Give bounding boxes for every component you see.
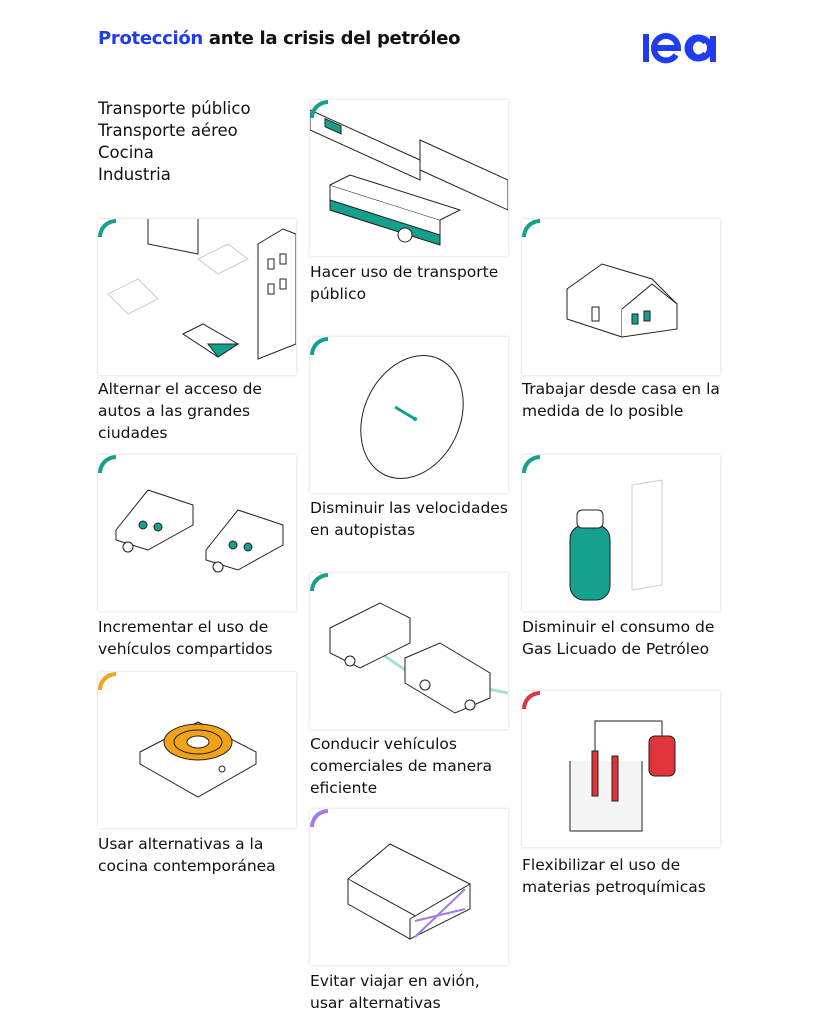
category-marker bbox=[522, 219, 540, 237]
card-label: Disminuir el consumo de Gas Licuado de P… bbox=[522, 618, 715, 658]
title-highlight: Protección bbox=[98, 28, 203, 49]
card-shared-vehicles bbox=[98, 455, 296, 611]
card-air-travel bbox=[310, 809, 508, 965]
category-marker bbox=[98, 219, 116, 237]
card-label: Conducir vehículos comerciales de manera… bbox=[310, 735, 492, 797]
legend-item-air-transport: Transporte aéreo bbox=[98, 121, 238, 140]
category-marker bbox=[310, 573, 328, 591]
legend-item-public-transport: Transporte público bbox=[98, 99, 251, 118]
card-cooking bbox=[98, 672, 296, 828]
legend-item-industry: Industria bbox=[98, 165, 171, 184]
category-marker bbox=[98, 455, 116, 473]
iea-logo bbox=[643, 28, 716, 68]
city-car-icon bbox=[98, 219, 296, 375]
card-label: Flexibilizar el uso de materias petroquí… bbox=[522, 856, 706, 896]
card-public-transport bbox=[310, 100, 508, 256]
card-label: Incrementar el uso de vehículos comparti… bbox=[98, 618, 273, 658]
category-marker bbox=[98, 672, 116, 690]
title-rest: ante la crisis del petróleo bbox=[202, 28, 461, 49]
gas-cylinder-icon bbox=[522, 455, 720, 611]
category-marker bbox=[522, 455, 540, 473]
card-label: Usar alternativas a la cocina contemporá… bbox=[98, 835, 276, 875]
card-label: Disminuir las velocidades en autopistas bbox=[310, 499, 508, 539]
petrochemical-icon bbox=[522, 691, 720, 847]
train-bus-icon bbox=[310, 100, 508, 256]
card-label: Evitar viajar en avión, usar alternativa… bbox=[310, 972, 480, 1012]
truck-icon bbox=[310, 573, 508, 729]
card-label: Alternar el acceso de autos a las grande… bbox=[98, 380, 262, 442]
card-efficient-driving bbox=[310, 573, 508, 729]
category-marker bbox=[310, 100, 328, 118]
card-label: Trabajar desde casa en la medida de lo p… bbox=[522, 380, 720, 420]
card-car-access bbox=[98, 219, 296, 375]
card-petrochemicals bbox=[522, 691, 720, 847]
house-icon bbox=[522, 219, 720, 375]
category-marker bbox=[522, 691, 540, 709]
shared-van-icon bbox=[98, 455, 296, 611]
legend-item-cooking: Cocina bbox=[98, 143, 154, 162]
card-reduce-speed bbox=[310, 337, 508, 493]
category-marker bbox=[310, 809, 328, 827]
speedometer-icon bbox=[310, 337, 508, 493]
card-lpg bbox=[522, 455, 720, 611]
legend: Transporte público Transporte aéreo Coci… bbox=[98, 98, 251, 186]
stove-icon bbox=[98, 672, 296, 828]
card-label: Hacer uso de transporte público bbox=[310, 263, 499, 303]
hangar-icon bbox=[310, 809, 508, 965]
card-work-from-home bbox=[522, 219, 720, 375]
category-marker bbox=[310, 337, 328, 355]
page-title: Protección ante la crisis del petróleo bbox=[98, 28, 461, 49]
